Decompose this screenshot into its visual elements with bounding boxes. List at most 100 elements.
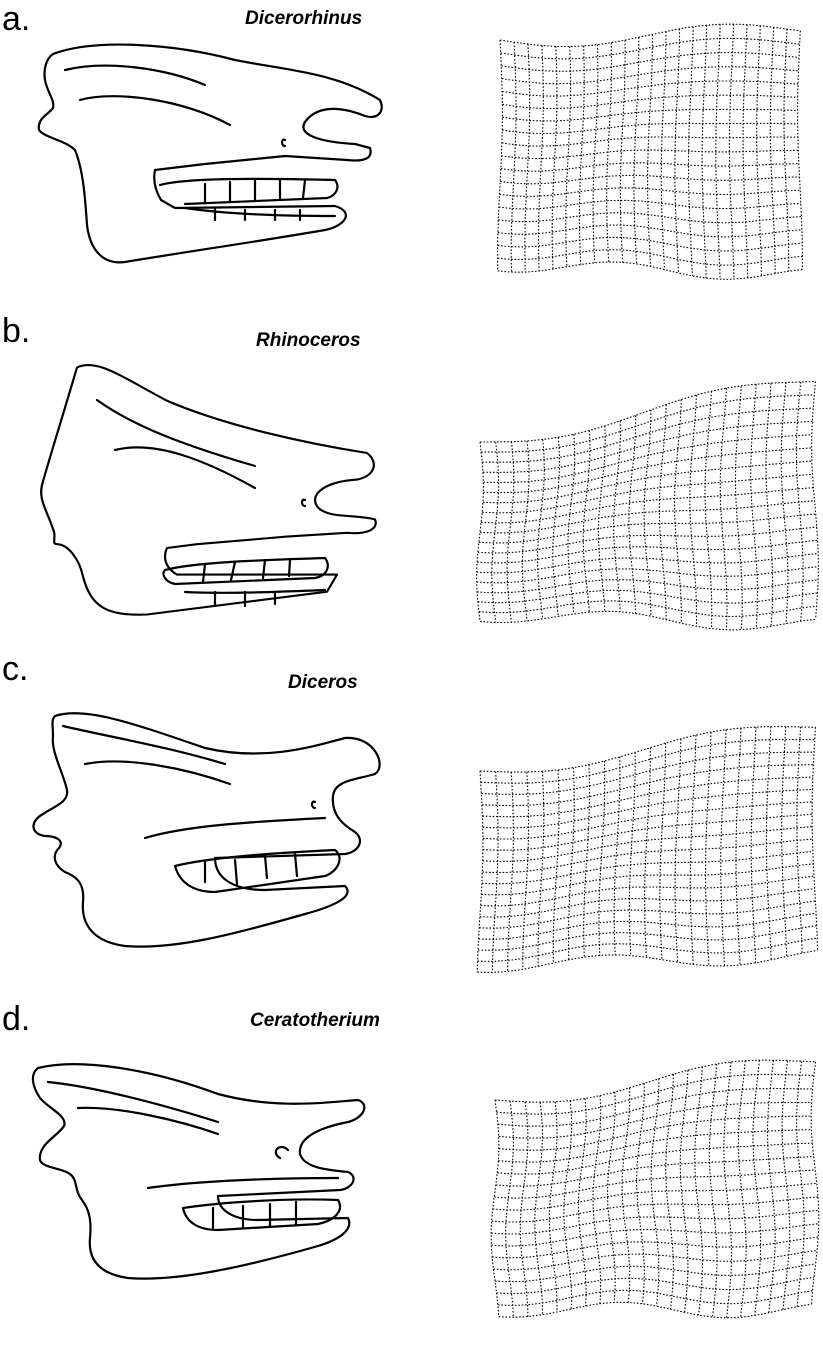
grid-line [479, 901, 815, 928]
grid-line [637, 1083, 645, 1304]
grid-line [644, 410, 651, 616]
grid-line [482, 408, 813, 462]
grid-line [666, 1074, 674, 1309]
grid-line [501, 163, 799, 171]
grid-line [599, 761, 605, 955]
grid-line [480, 611, 816, 630]
grid-line [480, 727, 815, 773]
deformation-grid-icon [470, 1060, 820, 1340]
genus-label: Diceros [288, 672, 358, 694]
grid-line [481, 864, 813, 895]
grid-line [497, 1143, 812, 1174]
deformation-grid-icon [470, 380, 820, 660]
grid-line [495, 1060, 816, 1102]
grid-line [782, 1061, 790, 1310]
grid-line [482, 474, 812, 512]
skull-outline-icon [35, 370, 395, 620]
panel-letter: b. [2, 312, 30, 351]
grid-line [478, 590, 818, 603]
grid-line [493, 1251, 817, 1270]
skull-outline-icon [15, 706, 375, 956]
grid-line [494, 1170, 815, 1198]
grid-line [498, 213, 801, 223]
grid-line [493, 1183, 817, 1210]
grid-line [482, 765, 814, 806]
grid-line [500, 175, 799, 183]
grid-line [502, 137, 798, 146]
grid-line [498, 225, 802, 237]
skull-outline-icon [35, 30, 395, 280]
grid-line [477, 442, 484, 621]
grid-line [506, 1101, 514, 1317]
grid-line [478, 938, 818, 961]
deformation-grid-icon [470, 726, 820, 1006]
grid-line [481, 752, 814, 794]
grid-line [495, 1264, 816, 1282]
grid-line [482, 839, 812, 872]
grid-line [481, 395, 814, 452]
grid-line [502, 123, 798, 133]
genus-label: Dicerorhinus [245, 8, 362, 30]
grid-line [477, 771, 483, 972]
grid-line [500, 24, 800, 46]
panel-b: b. Rhinoceros [0, 312, 823, 632]
grid-line [812, 727, 818, 950]
grid-line [497, 1277, 814, 1293]
grid-line [553, 437, 560, 616]
grid-line [622, 1088, 630, 1303]
grid-line [614, 421, 621, 612]
grid-line [499, 1103, 812, 1139]
grid-line [502, 109, 797, 121]
grid-line [481, 740, 815, 784]
grid-line [507, 442, 514, 623]
grid-line [499, 1302, 812, 1318]
grid-line [480, 501, 815, 533]
grid-line [499, 200, 801, 209]
genus-label: Rhinoceros [256, 330, 361, 352]
panel-letter: a. [2, 0, 30, 39]
grid-line [651, 1079, 659, 1306]
genus-label: Ceratotherium [250, 1010, 380, 1032]
skull-outline-icon [18, 1060, 378, 1310]
grid-line [479, 514, 816, 543]
grid-line [659, 405, 666, 620]
grid-line [483, 461, 812, 503]
grid-line [478, 926, 817, 951]
grid-line [812, 382, 819, 620]
grid-line [797, 1061, 805, 1306]
grid-line [578, 1099, 586, 1307]
grid-line [498, 1290, 813, 1305]
grid-line [477, 951, 817, 973]
panel-letter: d. [2, 1000, 30, 1039]
grid-line [482, 852, 813, 884]
grid-line [480, 382, 816, 443]
panel-c: c. Diceros [0, 650, 823, 970]
grid-line [798, 31, 803, 270]
grid-line [599, 426, 606, 612]
grid-line [768, 1060, 776, 1313]
grid-line [770, 27, 775, 273]
grid-line [501, 38, 800, 59]
grid-line [492, 442, 499, 623]
grid-line [629, 415, 636, 613]
grid-line [498, 1089, 813, 1127]
grid-line [501, 53, 799, 72]
grid-line [481, 876, 814, 906]
grid-line [497, 1074, 814, 1114]
grid-line [608, 1092, 616, 1303]
grid-line [498, 262, 803, 279]
grid-line [477, 540, 817, 563]
grid-line [660, 743, 666, 960]
grid-line [483, 790, 813, 828]
grid-line [508, 772, 514, 971]
grid-line [477, 567, 819, 583]
grid-line [496, 1157, 814, 1187]
grid-line [491, 1100, 499, 1317]
grid-line [492, 1237, 818, 1258]
grid-line [501, 150, 798, 159]
grid-line [738, 1061, 746, 1317]
deformation-grid-icon [470, 20, 820, 300]
grid-line [500, 188, 801, 197]
grid-line [477, 580, 818, 593]
panel-a: a. Dicerorhinus [0, 0, 823, 320]
